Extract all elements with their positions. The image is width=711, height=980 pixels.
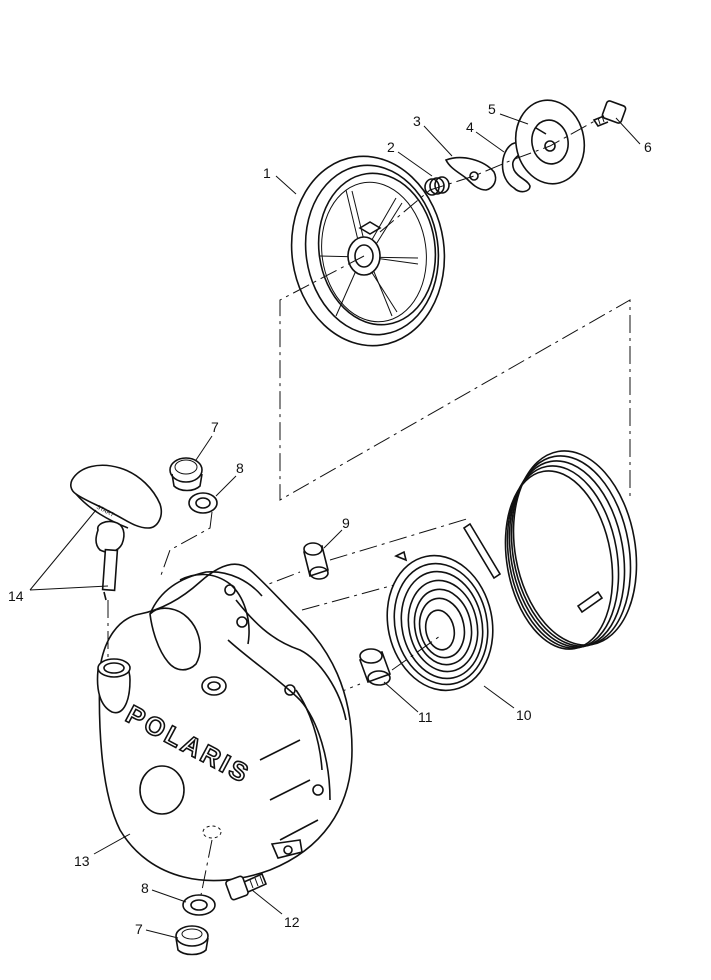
callout-9: 9 [342,515,350,531]
callout-8-top: 8 [236,460,244,476]
starter-handle: START [70,464,163,601]
callout-3: 3 [413,113,421,129]
plug-bottom [175,925,209,956]
callout-12: 12 [284,914,300,930]
assembly-line-plug-top [159,511,213,579]
callout-4: 4 [466,119,474,135]
callout-1: 1 [263,165,271,181]
center-bolt [592,100,627,127]
assembly-line-plug-bottom [199,839,213,901]
callout-2: 2 [387,139,395,155]
callout-7-top: 7 [211,419,219,435]
bushing-11 [358,648,392,686]
washer-bottom [182,894,216,916]
callout-13: 13 [74,853,90,869]
assembly-line-pulley-to-housing [279,255,631,501]
callout-10: 10 [516,707,532,723]
leader-lines [29,113,641,939]
rope-outlet [96,658,131,714]
recoil-spring [386,522,502,692]
plug-top [169,457,203,492]
bushing-9 [303,542,329,580]
friction-plate [514,99,586,185]
callout-5: 5 [488,101,496,117]
starter-housing [98,563,353,882]
rope-pulley [290,155,446,347]
starter-rope-coil [504,450,638,650]
assembly-line-spring [301,584,395,611]
callout-11: 11 [418,709,433,725]
washer-top [188,492,218,514]
callout-6: 6 [644,139,652,155]
callout-8-bottom: 8 [141,880,149,896]
retainer-clip [501,141,531,193]
callout-14: 14 [8,588,24,604]
callout-labels: 1 2 3 4 5 6 7 8 9 10 11 12 13 14 8 7 [8,101,652,937]
pawl [444,156,497,191]
assembly-line-axis-upper [379,117,601,233]
housing-bolt [225,872,268,901]
callout-7-bottom: 7 [135,921,143,937]
pawl-spring [424,176,450,196]
